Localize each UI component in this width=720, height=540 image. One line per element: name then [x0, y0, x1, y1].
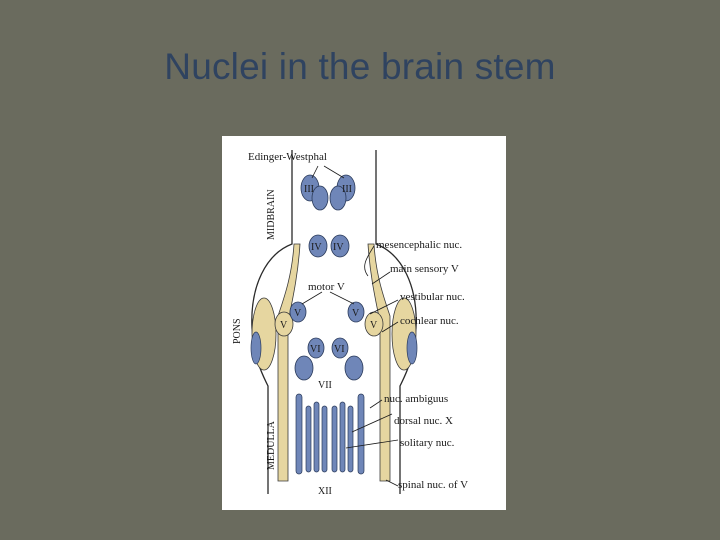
nucleus-iii-left-lower [312, 186, 328, 210]
nuc-ambiguus-left [296, 394, 302, 474]
nucleus-label-v-motor-left: V [294, 308, 302, 319]
nucleus-label-iii-right: III [342, 184, 352, 195]
label-main-sensory: main sensory V [390, 263, 459, 275]
dorsal-x-right [348, 406, 353, 472]
left-cochlear-nucleus [251, 332, 261, 364]
label-motor-v: motor V [308, 281, 345, 293]
nucleus-label-vi-left: VI [310, 344, 321, 355]
nucleus-label-vi-right: VI [334, 344, 345, 355]
slide-title: Nuclei in the brain stem [0, 46, 720, 88]
nucleus-label-iii-left: III [304, 184, 314, 195]
label-ambiguus: nuc. ambiguus [384, 393, 448, 405]
nucleus-label-vii: VII [318, 380, 332, 391]
solitary-left [314, 402, 319, 472]
nucleus-xii-left [322, 406, 327, 472]
nucleus-label-xii: XII [318, 486, 332, 497]
nucleus-label-v-motor-right: V [352, 308, 360, 319]
nucleus-vii-right [345, 356, 363, 380]
brainstem-nuclei-diagram: MIDBRAIN PONS MEDULLA III III IV IV V V … [222, 136, 506, 510]
nucleus-label-v-sensory-right: V [370, 320, 378, 331]
nucleus-label-iv-left: IV [311, 242, 322, 253]
nucleus-vii-left [295, 356, 313, 380]
label-dorsal-x: dorsal nuc. X [394, 415, 453, 427]
nuc-ambiguus-right [358, 394, 364, 474]
region-label-medulla: MEDULLA [266, 420, 277, 470]
nucleus-label-v-sensory-left: V [280, 320, 288, 331]
nucleus-xii-right [332, 406, 337, 472]
region-label-midbrain: MIDBRAIN [266, 189, 277, 240]
label-spinal-v: spinal nuc. of V [398, 479, 468, 491]
right-cochlear-nucleus [407, 332, 417, 364]
label-solitary: solitary nuc. [400, 437, 455, 449]
label-edinger-westphal: Edinger-Westphal [248, 151, 327, 163]
dorsal-x-left [306, 406, 311, 472]
region-label-pons: PONS [232, 318, 243, 344]
nucleus-label-iv-right: IV [333, 242, 344, 253]
label-cochlear: cochlear nuc. [400, 315, 459, 327]
solitary-right [340, 402, 345, 472]
label-mesencephalic: mesencephalic nuc. [376, 239, 462, 251]
label-vestibular: vestibular nuc. [400, 291, 465, 303]
